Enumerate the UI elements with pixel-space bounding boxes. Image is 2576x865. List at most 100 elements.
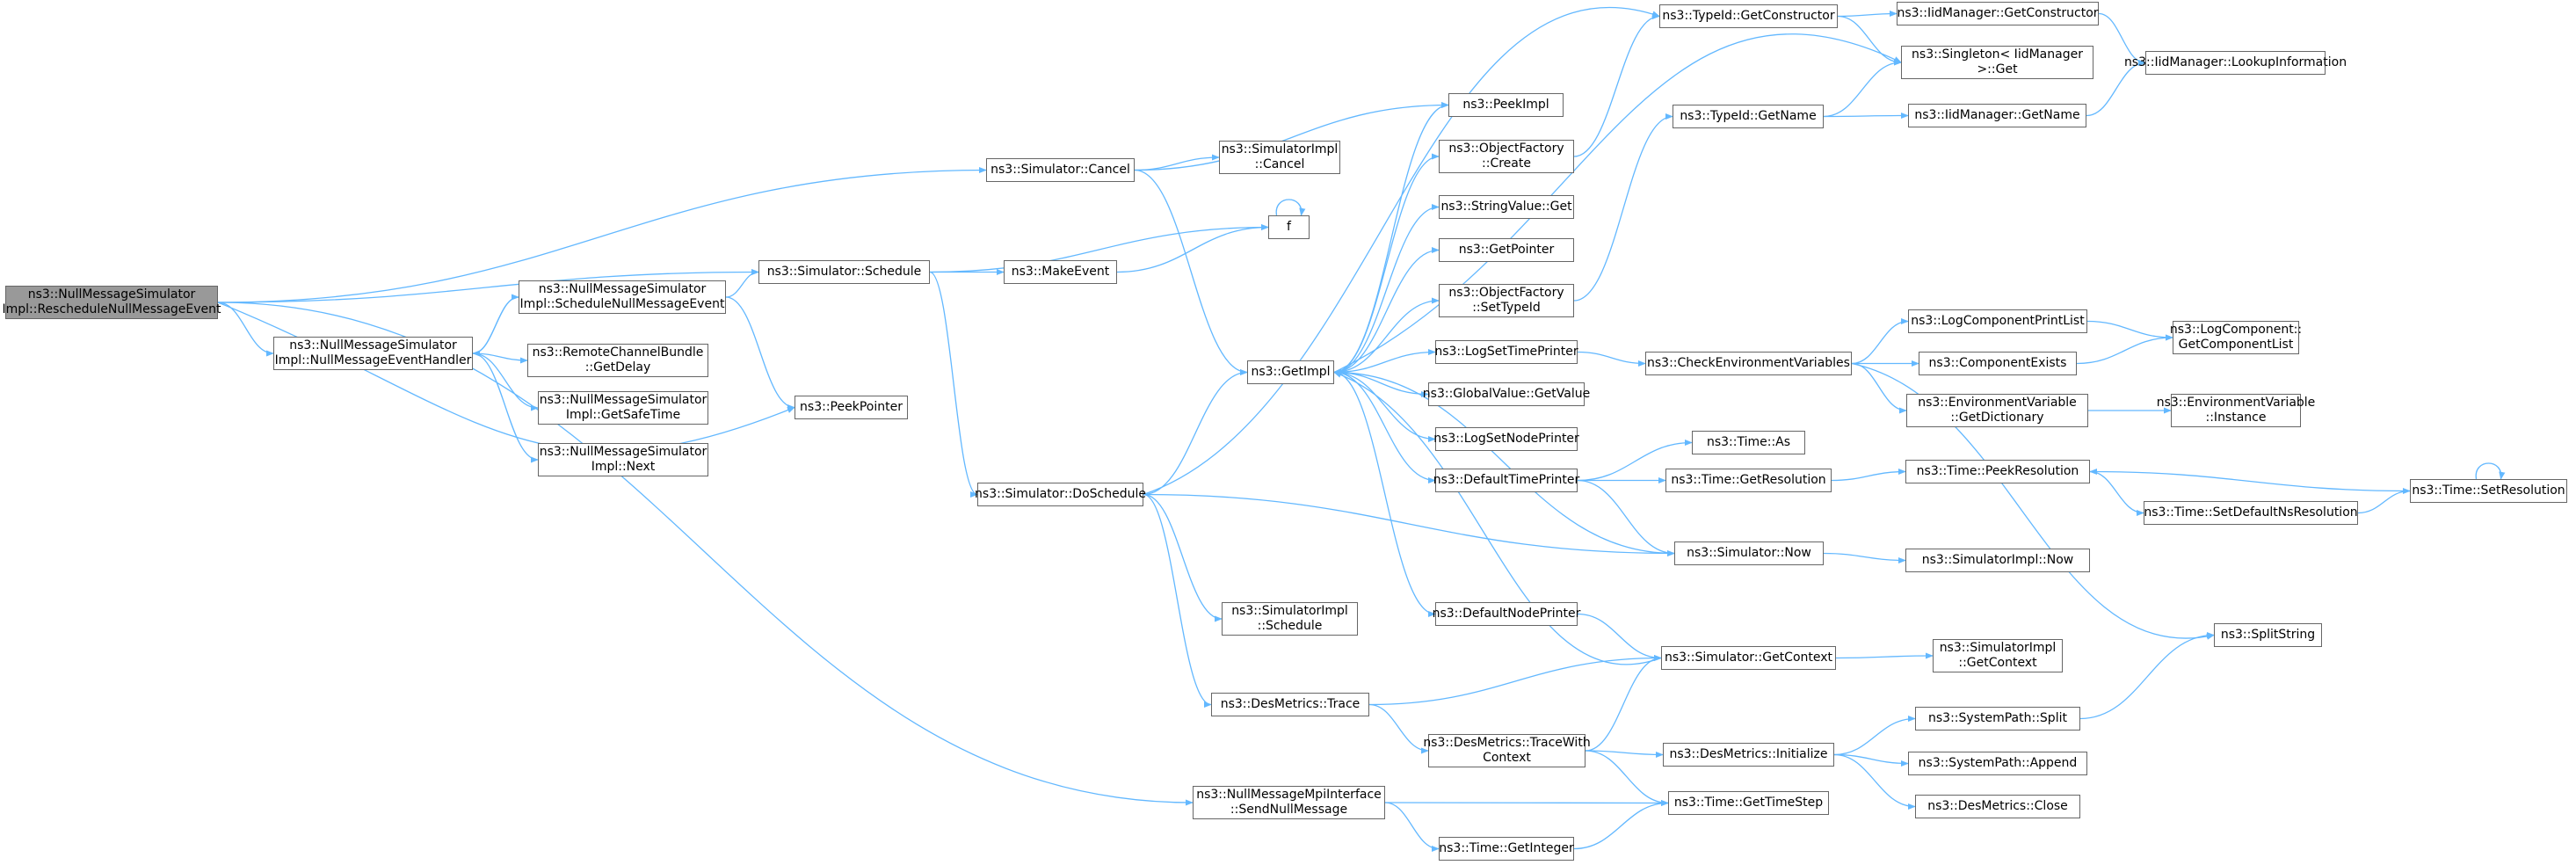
edge-doschedule-to-getimpl: [1143, 368, 1248, 496]
node-time-getresolution[interactable]: ns3::Time::GetResolution: [1665, 469, 1832, 492]
edge-sim-getcontext-to-simimpl-getcontext: [1835, 652, 1934, 659]
node-sim-now[interactable]: ns3::Simulator::Now: [1674, 542, 1824, 565]
node-compexists[interactable]: ns3::ComponentExists: [1919, 352, 2077, 375]
edge-nm-schedule-to-peekpointer: [725, 296, 795, 411]
node-label: ::Create: [1482, 156, 1531, 171]
node-sim-getcontext[interactable]: ns3::Simulator::GetContext: [1661, 646, 1836, 670]
node-label: ns3::RemoteChannelBundle: [532, 345, 704, 360]
node-doschedule[interactable]: ns3::Simulator::DoSchedule: [975, 483, 1146, 506]
node-desm-trace[interactable]: ns3::DesMetrics::Trace: [1211, 693, 1369, 716]
node-logsetnodeprinter[interactable]: ns3::LogSetNodePrinter: [1433, 427, 1579, 451]
node-label: ns3::IidManager::LookupInformation: [2123, 55, 2347, 69]
node-globalvalue[interactable]: ns3::GlobalValue::GetValue: [1423, 382, 1590, 406]
node-simimpl-now[interactable]: ns3::SimulatorImpl::Now: [1905, 549, 2090, 572]
node-getimpl[interactable]: ns3::GetImpl: [1247, 360, 1334, 384]
node-simimpl-cancel[interactable]: ns3::SimulatorImpl::Cancel: [1219, 141, 1340, 174]
node-label: ns3::ComponentExists: [1928, 356, 2067, 370]
node-logcomp-getlist[interactable]: ns3::LogComponent::GetComponentList: [2169, 321, 2303, 354]
node-objf-settypeid[interactable]: ns3::ObjectFactory::SetTypeId: [1439, 284, 1574, 317]
node-label: Impl::NullMessageEventHandler: [274, 353, 472, 367]
node-defaultnodeprinter[interactable]: ns3::DefaultNodePrinter: [1433, 602, 1580, 626]
node-label: ns3::Simulator::Now: [1687, 546, 1811, 560]
node-logsettimeprinter[interactable]: ns3::LogSetTimePrinter: [1434, 340, 1578, 364]
node-typeid-getname[interactable]: ns3::TypeId::GetName: [1673, 105, 1824, 128]
node-time-setdefaultns[interactable]: ns3::Time::SetDefaultNsResolution: [2144, 501, 2358, 525]
node-time-getinteger[interactable]: ns3::Time::GetInteger: [1439, 837, 1574, 861]
node-time-setres[interactable]: ns3::Time::SetResolution: [2410, 479, 2567, 503]
node-simimpl-getcontext[interactable]: ns3::SimulatorImpl::GetContext: [1933, 639, 2063, 672]
node-iid-getconstructor[interactable]: ns3::IidManager::GetConstructor: [1897, 2, 2099, 25]
node-label: Context: [1483, 751, 1531, 765]
node-label: ns3::Time::SetDefaultNsResolution: [2144, 505, 2358, 520]
node-remote-delay[interactable]: ns3::RemoteChannelBundle::GetDelay: [527, 344, 708, 377]
edge-checkenv-to-envvar-getdict: [1851, 362, 1907, 414]
edge-logsettimeprinter-to-checkenv: [1577, 351, 1646, 367]
node-label: ns3::SystemPath::Split: [1928, 711, 2067, 725]
edge-sim-now-to-getimpl: [1333, 368, 1675, 555]
edge-root-to-mpi-send: [217, 302, 1194, 806]
node-envvar-instance[interactable]: ns3::EnvironmentVariable::Instance: [2157, 394, 2315, 427]
node-label: ns3::LogComponent::: [2169, 323, 2303, 337]
node-label: ns3::GetPointer: [1458, 243, 1555, 257]
edge-checkenv-to-logcompprintlist: [1851, 317, 1909, 365]
node-syspath-split[interactable]: ns3::SystemPath::Split: [1915, 707, 2080, 731]
node-label: ns3::Time::SetResolution: [2412, 483, 2565, 498]
edge-time-setdefaultns-to-time-setres: [2357, 487, 2411, 514]
node-label: ns3::Time::As: [1706, 435, 1791, 449]
node-iid-lookup[interactable]: ns3::IidManager::LookupInformation: [2124, 51, 2347, 75]
node-peekimpl[interactable]: ns3::PeekImpl: [1448, 93, 1564, 117]
edge-getimpl-to-defaultnodeprinter: [1333, 371, 1436, 618]
node-time-gettimestep[interactable]: ns3::Time::GetTimeStep: [1668, 791, 1829, 815]
edge-getimpl-to-defaulttimeprinter: [1333, 371, 1436, 484]
node-f[interactable]: f: [1268, 215, 1310, 239]
node-label: ns3::SimulatorImpl::Now: [1921, 553, 2074, 567]
node-getpointer[interactable]: ns3::GetPointer: [1439, 238, 1574, 262]
node-label: Impl::GetSafeTime: [565, 408, 681, 422]
node-objf-create[interactable]: ns3::ObjectFactory::Create: [1439, 140, 1574, 173]
node-sim-schedule[interactable]: ns3::Simulator::Schedule: [758, 260, 930, 284]
edge-desm-initialize-to-syspath-split: [1833, 715, 1916, 756]
edge-doschedule-to-sim-now: [1143, 493, 1675, 557]
edge-iid-getname-to-iid-lookup: [2086, 59, 2146, 117]
node-label: ns3::DesMetrics::Initialize: [1669, 747, 1828, 761]
node-defaulttimeprinter[interactable]: ns3::DefaultTimePrinter: [1433, 469, 1579, 492]
node-time-as[interactable]: ns3::Time::As: [1692, 431, 1805, 454]
node-mpi-send[interactable]: ns3::NullMessageMpiInterface::SendNullMe…: [1193, 786, 1385, 819]
node-label: ::SetTypeId: [1472, 301, 1541, 315]
node-iid-getname[interactable]: ns3::IidManager::GetName: [1908, 104, 2086, 127]
node-logcompprintlist[interactable]: ns3::LogComponentPrintList: [1908, 309, 2087, 333]
node-strval-get[interactable]: ns3::StringValue::Get: [1439, 195, 1574, 219]
node-label: ns3::Simulator::DoSchedule: [975, 487, 1146, 501]
edge-compexists-to-logcomp-getlist: [2076, 334, 2173, 365]
edge-time-getresolution-to-time-peekres: [1831, 468, 1906, 482]
node-label: ns3::SplitString: [2220, 628, 2316, 642]
node-label: ::Schedule: [1257, 619, 1323, 633]
node-sim-cancel[interactable]: ns3::Simulator::Cancel: [986, 158, 1135, 182]
node-desm-close[interactable]: ns3::DesMetrics::Close: [1915, 795, 2080, 818]
node-label: ns3::ObjectFactory: [1448, 286, 1564, 300]
edge-makeevent-to-f: [1116, 223, 1269, 273]
node-syspath-append[interactable]: ns3::SystemPath::Append: [1908, 752, 2087, 775]
edge-objf-settypeid-to-typeid-getname: [1573, 113, 1673, 302]
node-singleton-get[interactable]: ns3::Singleton< IidManager>::Get: [1901, 46, 2093, 79]
node-peekpointer[interactable]: ns3::PeekPointer: [795, 396, 908, 419]
node-typeid-getconstructor[interactable]: ns3::TypeId::GetConstructor: [1659, 4, 1838, 28]
node-label: ns3::DesMetrics::Trace: [1220, 697, 1361, 711]
edge-logcompprintlist-to-logcomp-getlist: [2086, 320, 2173, 341]
node-time-peekres[interactable]: ns3::Time::PeekResolution: [1905, 460, 2090, 483]
node-envvar-getdict[interactable]: ns3::EnvironmentVariable::GetDictionary: [1906, 394, 2088, 427]
node-desm-initialize[interactable]: ns3::DesMetrics::Initialize: [1663, 743, 1834, 767]
node-checkenv[interactable]: ns3::CheckEnvironmentVariables: [1645, 352, 1852, 375]
node-label: ns3::GetImpl: [1251, 365, 1331, 379]
node-label: ns3::PeekPointer: [800, 400, 903, 414]
node-simimpl-schedule[interactable]: ns3::SimulatorImpl::Schedule: [1222, 602, 1358, 636]
node-splitstring[interactable]: ns3::SplitString: [2214, 623, 2322, 647]
node-makeevent[interactable]: ns3::MakeEvent: [1004, 260, 1117, 284]
